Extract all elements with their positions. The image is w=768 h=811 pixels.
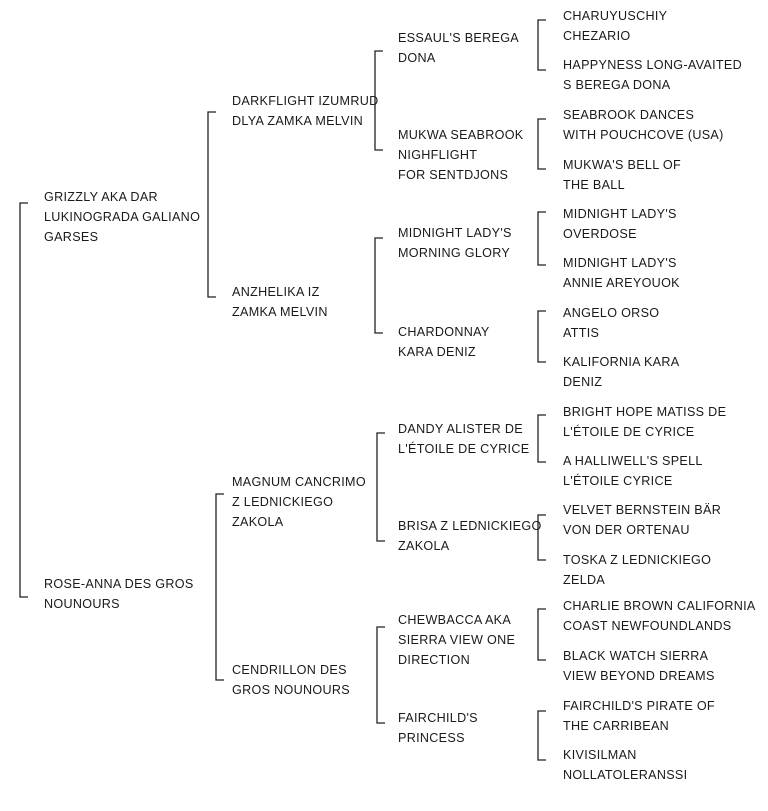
bracket-sire-sire [374, 50, 383, 151]
ddd-name: KALIFORNIA KARA DENIZ [563, 355, 680, 389]
sire-dam-name: ANZHELIKA IZ ZAMKA MELVIN [232, 285, 328, 319]
m-ddd-name: KIVISILMAN NOLLATOLERANSSI [563, 748, 688, 782]
dss-name: MIDNIGHT LADY'S OVERDOSE [563, 207, 677, 241]
bracket-ss-d [537, 118, 546, 170]
bracket-sd-s [537, 211, 546, 266]
sire-name: GRIZZLY AKA DAR LUKINOGRADA GALIANO GARS… [44, 190, 201, 244]
bracket-ds-s [537, 414, 546, 463]
sire-sire-name: DARKFLIGHT IZUMRUD DLYA ZAMKA MELVIN [232, 94, 379, 128]
ss-sire-name: ESSAUL'S BEREGA DONA [398, 31, 519, 65]
bracket-ss-s [537, 19, 546, 71]
sds-name: SEABROOK DANCES WITH POUCHCOVE (USA) [563, 108, 724, 142]
sd-sire-name: MIDNIGHT LADY'S MORNING GLORY [398, 226, 512, 260]
bracket-dam-sire [376, 432, 385, 542]
dd-dam-name: FAIRCHILD'S PRINCESS [398, 711, 478, 745]
ds-dam-name: BRISA Z LEDNICKIEGO ZAKOLA [398, 519, 542, 553]
bracket-root [19, 202, 28, 598]
dam-name: ROSE-ANNA DES GROS NOUNOURS [44, 577, 194, 611]
bracket-sire-dam [374, 237, 383, 334]
dsd-name: MIDNIGHT LADY'S ANNIE AREYOUOK [563, 256, 680, 290]
m-ssd-name: A HALLIWELL'S SPELL L'ÉTOILE CYRICE [563, 454, 703, 488]
dds-name: ANGELO ORSO ATTIS [563, 306, 660, 340]
ds-sire-name: DANDY ALISTER DE L'ÉTOILE DE CYRICE [398, 422, 530, 456]
ssd-name: HAPPYNESS LONG-AVAITED S BEREGA DONA [563, 58, 742, 92]
m-dss-name: CHARLIE BROWN CALIFORNIA COAST NEWFOUNDL… [563, 599, 756, 633]
m-sdd-name: TOSKA Z LEDNICKIEGO ZELDA [563, 553, 712, 587]
dam-sire-name: MAGNUM CANCRIMO Z LEDNICKIEGO ZAKOLA [232, 475, 366, 529]
sss-name: CHARUYUSCHIY CHEZARIO [563, 9, 668, 43]
sd-dam-name: CHARDONNAY KARA DENIZ [398, 325, 490, 359]
bracket-ds-d [537, 514, 546, 561]
dd-sire-name: CHEWBACCA AKA SIERRA VIEW ONE DIRECTION [398, 613, 516, 667]
ss-dam-name: MUKWA SEABROOK NIGHFLIGHT FOR SENTDJONS [398, 128, 524, 182]
m-sds-name: VELVET BERNSTEIN BÄR VON DER ORTENAU [563, 503, 722, 537]
dam-dam-name: CENDRILLON DES GROS NOUNOURS [232, 663, 350, 697]
m-sss-name: BRIGHT HOPE MATISS DE L'ÉTOILE DE CYRICE [563, 405, 727, 439]
bracket-dam [215, 493, 224, 681]
bracket-dd-d [537, 710, 546, 761]
m-dsd-name: BLACK WATCH SIERRA VIEW BEYOND DREAMS [563, 649, 715, 683]
bracket-dd-s [537, 608, 546, 661]
bracket-dam-dam [376, 626, 385, 724]
bracket-sd-d [537, 310, 546, 363]
sdd-name: MUKWA'S BELL OF THE BALL [563, 158, 681, 192]
m-dds-name: FAIRCHILD'S PIRATE OF THE CARRIBEAN [563, 699, 715, 733]
bracket-sire [207, 111, 216, 298]
